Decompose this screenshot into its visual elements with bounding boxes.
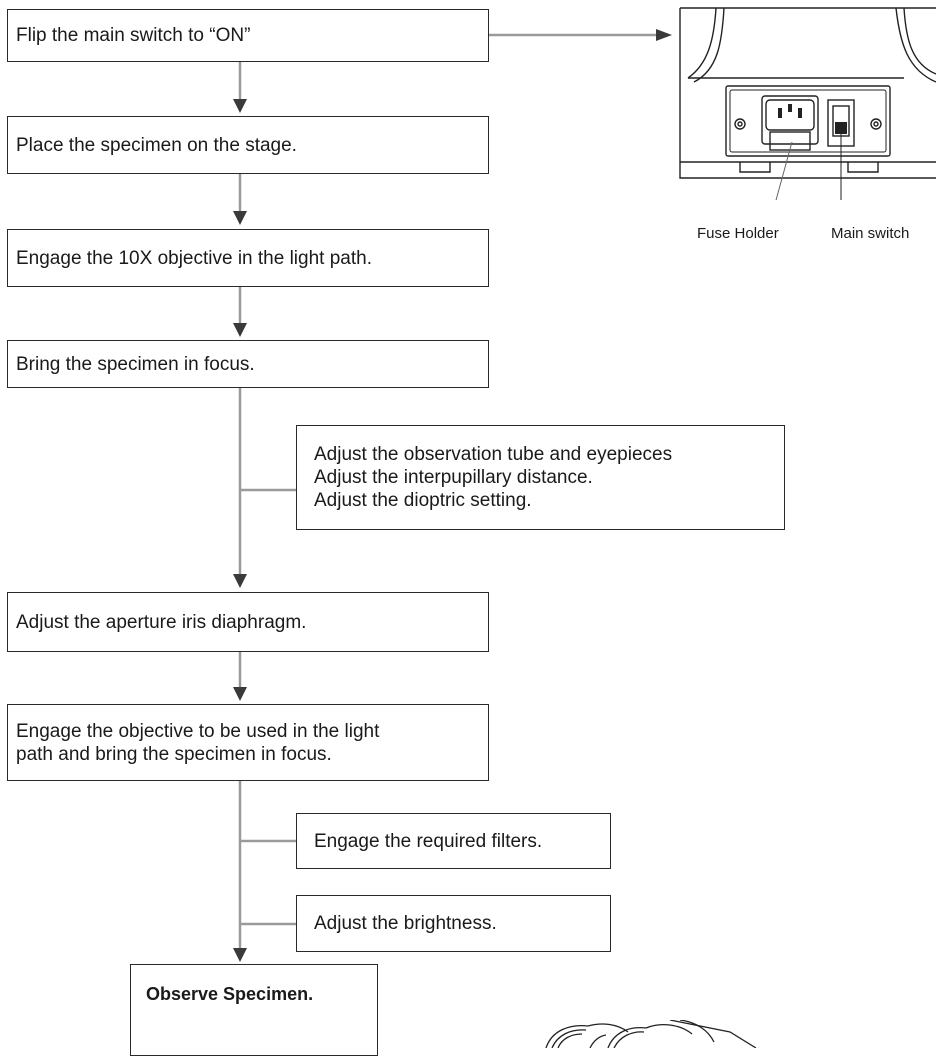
adjust-tube-line-2: Adjust the interpupillary distance.: [314, 467, 593, 488]
step-brightness-text: Adjust the brightness.: [314, 913, 497, 934]
step-engage-10x-text: Engage the 10X objective in the light pa…: [16, 247, 372, 269]
step-adjust-tube: Adjust the observation tube and eyepiece…: [296, 425, 785, 530]
step-engage-objective: Engage the objective to be used in the l…: [7, 704, 489, 781]
step-main-switch: Flip the main switch to “ON”: [7, 9, 489, 62]
step-filters-text: Engage the required filters.: [314, 830, 543, 852]
engage-objective-line-2: path and bring the specimen in focus.: [16, 743, 332, 765]
step-aperture: Adjust the aperture iris diaphragm.: [7, 592, 489, 652]
arrowhead-3: [233, 211, 247, 225]
eyepieces-figure: [545, 1020, 757, 1048]
arrowhead-figure: [656, 29, 672, 41]
adjust-tube-line-1: Adjust the observation tube and eyepiece…: [314, 444, 673, 465]
adjust-tube-line-3: Adjust the dioptric setting.: [314, 490, 532, 511]
step-place-specimen-text: Place the specimen on the stage.: [16, 134, 297, 156]
arrowhead-2: [233, 99, 247, 113]
step-place-specimen: Place the specimen on the stage.: [7, 116, 489, 174]
microscope-switch-panel-figure: [679, 7, 936, 200]
arrowhead-7: [233, 948, 247, 962]
engage-objective-line-1: Engage the objective to be used in the l…: [16, 720, 380, 742]
fuse-holder-label: Fuse Holder: [697, 225, 779, 242]
step-engage-10x: Engage the 10X objective in the light pa…: [7, 229, 489, 287]
step-filters: Engage the required filters.: [296, 813, 611, 869]
arrowhead-6: [233, 687, 247, 701]
arrowhead-4: [233, 323, 247, 337]
arrowhead-5: [233, 574, 247, 588]
step-brightness: Adjust the brightness.: [296, 895, 611, 952]
step-aperture-text: Adjust the aperture iris diaphragm.: [16, 611, 307, 633]
step-observe: Observe Specimen.: [130, 964, 378, 1056]
step-bring-focus-text: Bring the specimen in focus.: [16, 353, 255, 375]
step-bring-focus: Bring the specimen in focus.: [7, 340, 489, 388]
step-main-switch-text: Flip the main switch to “ON”: [16, 25, 251, 46]
step-observe-text: Observe Specimen.: [146, 984, 314, 1004]
main-switch-label: Main switch: [831, 225, 910, 242]
